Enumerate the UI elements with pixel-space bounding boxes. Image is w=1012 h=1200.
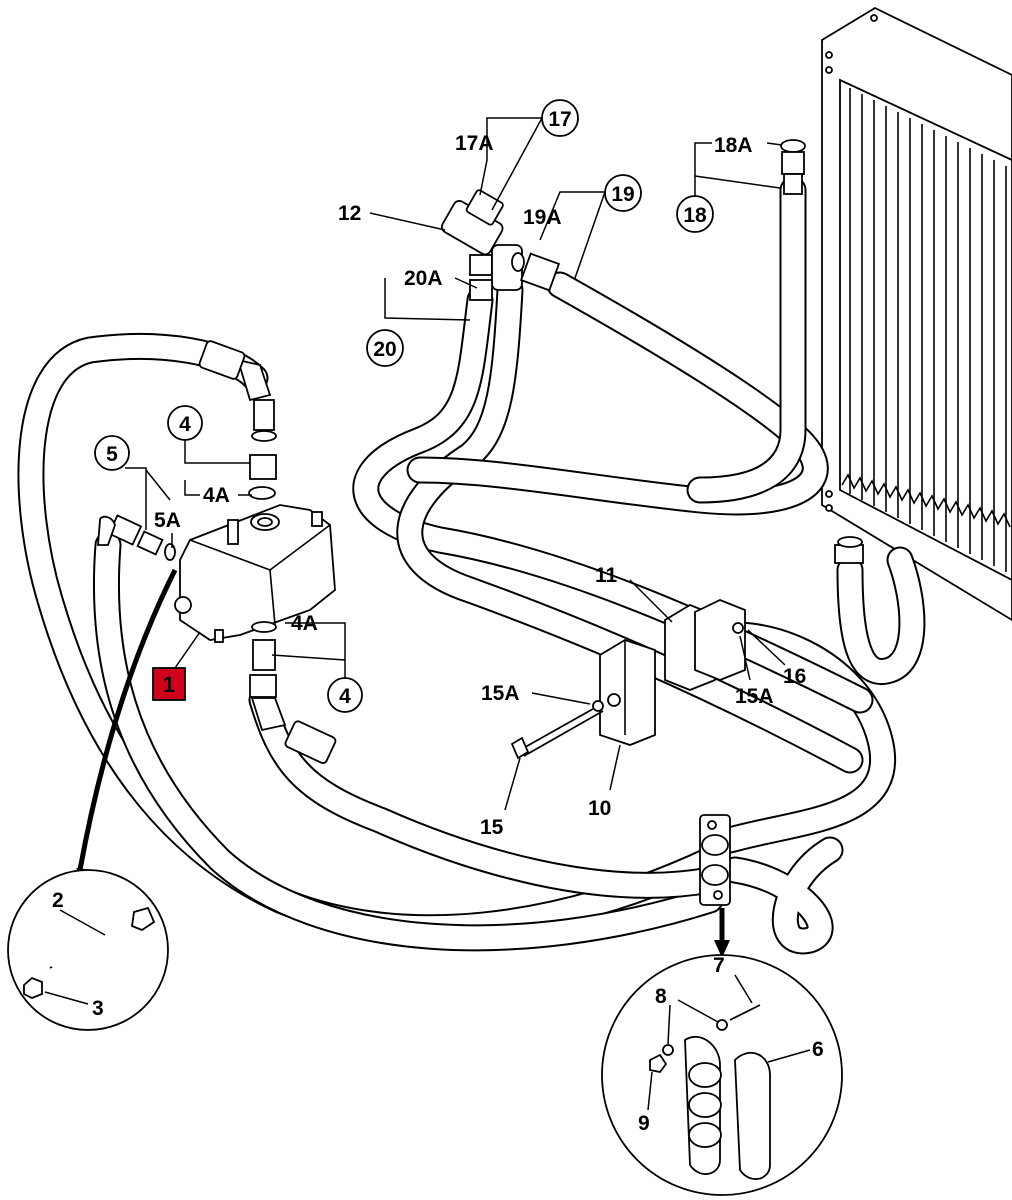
callout-20A: 20A [404,267,443,290]
callout-17A: 17A [455,132,494,155]
callout-4-top-circle: 4 [167,405,203,441]
callout-17-circle: 17 [541,99,579,137]
pump-bottom-fittings [249,621,337,764]
detail-bolt-nut [7,869,169,1031]
callout-5A: 5A [154,509,181,532]
callout-4-bottom: 4 [339,685,351,708]
callout-18-circle: 18 [676,195,714,233]
callout-3: 3 [92,997,104,1020]
callout-10: 10 [588,797,611,820]
callout-9: 9 [638,1112,650,1135]
callout-19A: 19A [523,206,562,229]
radiator-fitting-18a [780,139,864,564]
callout-15A-left: 15A [481,682,520,705]
hose-routing [17,176,926,955]
callout-12: 12 [338,202,361,225]
callout-1: 1 [163,672,175,697]
callout-11: 11 [595,564,618,587]
clamp-assembly-10-11 [510,599,746,760]
pump-left-fittings [97,514,176,561]
pump-unit [174,504,336,643]
callout-4-bottom-circle: 4 [327,677,363,713]
callout-15: 15 [480,816,504,839]
callout-2: 2 [52,889,64,912]
callout-15A-right: 15A [735,685,774,708]
callout-19-circle: 19 [604,174,642,212]
valve-block-12 [440,189,561,301]
callout-4A-top: 4A [203,484,230,507]
callout-5-circle: 5 [94,435,130,471]
callout-18: 18 [683,204,707,227]
callout-7: 7 [713,954,725,977]
callout-16: 16 [783,665,806,688]
hose-18 [686,176,807,504]
pump-top-fittings [198,340,277,500]
callout-5: 5 [106,443,118,466]
callout-19: 19 [611,183,634,206]
detail-hose-clamp [601,954,843,1196]
callout-8: 8 [655,985,667,1008]
callout-20: 20 [373,338,396,361]
callout-6: 6 [812,1038,824,1061]
callout-18A: 18A [714,134,753,157]
callout-4A-bottom: 4A [291,612,318,635]
cooler-fins [841,88,1011,572]
oil-cooler [821,6,1012,622]
callout-1-highlight: 1 [152,667,186,701]
callout-17: 17 [548,108,571,131]
callout-4-top: 4 [179,413,191,436]
hose-clamp-6 [699,814,731,906]
callout-20-circle: 20 [366,329,404,367]
